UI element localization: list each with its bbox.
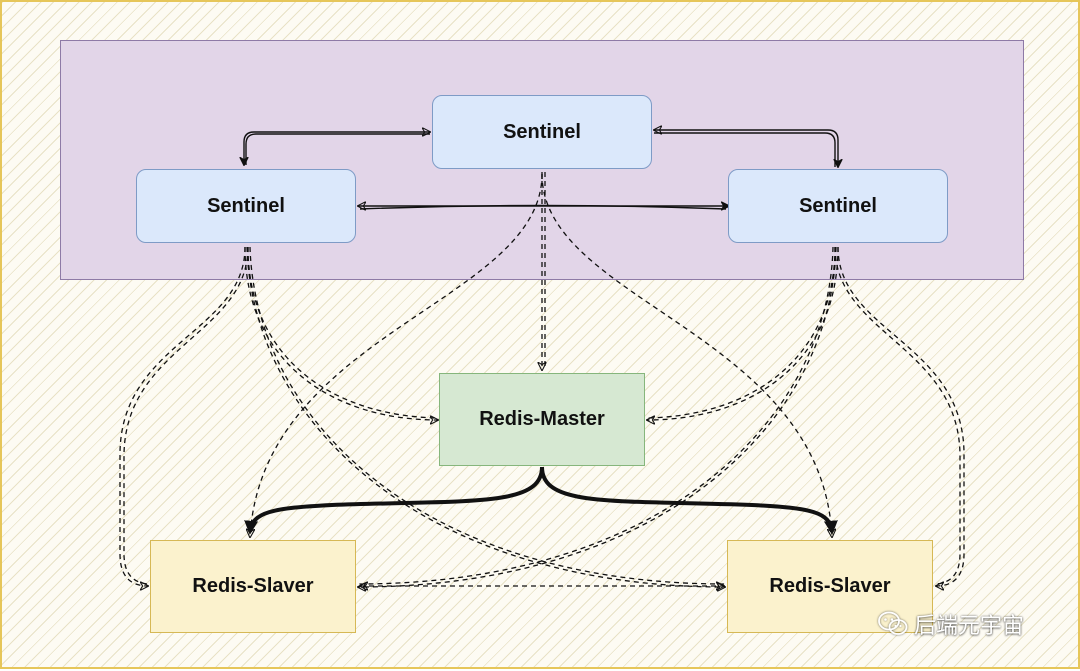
right-to-slaver-right (837, 246, 965, 586)
master-to-slaver-right (540, 466, 838, 535)
replication-links (244, 466, 838, 535)
link-top-right (654, 130, 838, 167)
sentinel-links (244, 130, 838, 209)
left-to-slaver-left (119, 246, 246, 586)
node-label: Sentinel (207, 194, 285, 217)
right-to-slaver-left (358, 246, 837, 587)
link-left-top (244, 132, 430, 165)
node-label: Sentinel (503, 120, 581, 143)
watermark-text: 后端元宇宙 (914, 614, 1025, 639)
redis-master-node[interactable]: Redis-Master (439, 373, 645, 466)
top-to-slaver-right (541, 173, 832, 537)
left-to-master (244, 246, 438, 420)
node-label: Redis-Slaver (192, 575, 314, 597)
node-label: Redis-Master (479, 408, 605, 430)
sentinel-right-node[interactable]: Sentinel (728, 169, 948, 243)
sentinel-left-node[interactable]: Sentinel (136, 169, 356, 243)
right-to-master (647, 246, 839, 420)
sentinel-top-node[interactable]: Sentinel (432, 95, 652, 169)
watermark: 后端元宇宙 (878, 608, 1024, 640)
left-to-slaver-right (246, 246, 725, 587)
master-to-slaver-left (244, 466, 544, 535)
node-label: Redis-Slaver (769, 575, 891, 597)
node-label: Sentinel (799, 194, 877, 217)
wechat-icon (878, 611, 908, 635)
redis-slaver-left-node[interactable]: Redis-Slaver (150, 540, 356, 633)
monitor-links (119, 172, 965, 587)
top-to-slaver-left (250, 173, 543, 537)
